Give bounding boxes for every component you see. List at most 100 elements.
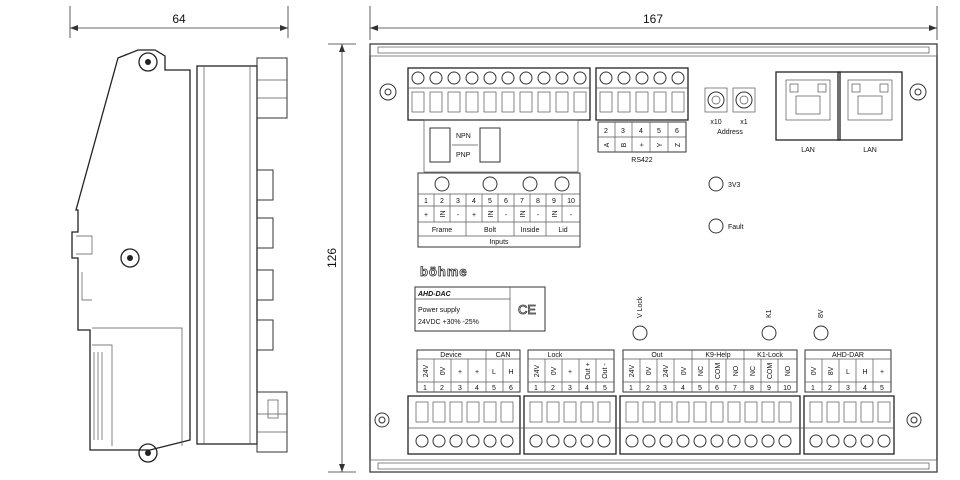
input-sig-0: + — [424, 212, 428, 219]
out-relay-table: Out K9-Help K1-Lock 24V 0V 24V 0V NC COM… — [622, 349, 798, 393]
out-num-1: 2 — [646, 385, 650, 392]
k9-sig-2: NO — [733, 365, 740, 376]
pnp-label: PNP — [456, 152, 471, 159]
front-view: 1 6 7 — [369, 6, 938, 473]
top-terminal-block — [407, 67, 689, 121]
input-sig-3: + — [472, 212, 476, 219]
device-sig-1: 0V — [440, 366, 447, 375]
inputs-table: 1 2 3 4 5 6 7 8 9 10 + IN - + IN - IN - … — [417, 172, 581, 248]
k9-num-1: 6 — [715, 385, 719, 392]
side-screw-bottom — [138, 443, 158, 463]
input-num-5: 6 — [504, 198, 508, 205]
input-sig-9: - — [570, 212, 573, 219]
input-sig-7: - — [537, 212, 540, 219]
out-sig-2: 24V — [663, 364, 670, 377]
corner-screw-tr — [909, 83, 927, 101]
dar-num-0: 1 — [811, 385, 815, 392]
rs422-sig-1: B — [621, 142, 628, 147]
address-x1-dial[interactable] — [735, 91, 753, 109]
rs422-num-2: 4 — [639, 128, 643, 135]
k1-sig-1: COM — [767, 363, 774, 380]
led-k1-label: K1 — [766, 309, 773, 318]
input-num-1: 2 — [440, 198, 444, 205]
side-screw-top — [138, 52, 158, 72]
rs422-sig-0: A — [604, 142, 611, 147]
led-8v-label: 8V — [818, 309, 825, 318]
lock-num-3: 4 — [585, 385, 589, 392]
ahd-dar-title: AHD-DAR — [832, 352, 864, 359]
lan-ports: LAN LAN — [775, 71, 903, 154]
dar-num-3: 4 — [863, 385, 867, 392]
device-num-0: 1 — [423, 385, 427, 392]
input-num-7: 8 — [536, 198, 540, 205]
rs422-num-0: 2 — [604, 128, 608, 135]
input-group-bolt: Bolt — [484, 227, 496, 234]
rs422-num-3: 5 — [657, 128, 661, 135]
side-width-dim: 64 — [172, 12, 186, 26]
input-sig-6: IN — [520, 211, 527, 218]
brand-logo: böhme — [420, 264, 468, 279]
device-can-table: Device CAN 24V 0V + + L H 1 2 3 4 5 6 — [416, 349, 521, 393]
input-num-2: 3 — [456, 198, 460, 205]
lan-2-label: LAN — [863, 147, 877, 154]
device-title: Device — [440, 352, 462, 359]
input-num-9: 10 — [567, 198, 575, 205]
lock-num-2: 3 — [568, 385, 572, 392]
input-led-lid — [554, 176, 570, 192]
lan-1-label: LAN — [801, 147, 815, 154]
height-dimension: 126 — [325, 43, 356, 473]
address-x10-dial[interactable] — [707, 91, 725, 109]
k1-sig-2: NO — [785, 365, 792, 376]
dar-num-4: 5 — [880, 385, 884, 392]
side-screw-mid — [120, 248, 140, 268]
rs422-sig-2: + — [639, 143, 646, 147]
can-num-0: 5 — [492, 385, 496, 392]
device-num-3: 4 — [475, 385, 479, 392]
can-num-1: 6 — [509, 385, 513, 392]
dar-num-1: 2 — [828, 385, 832, 392]
lock-num-4: 5 — [603, 385, 607, 392]
led-fault-label: Fault — [728, 224, 744, 231]
product-label-box: AHD-DAC Power supply 24VDC +30% -25% CE — [414, 286, 546, 332]
input-sig-5: - — [505, 212, 508, 219]
address-switches: x10 x1 Address — [704, 87, 756, 136]
corner-screw-tl — [379, 83, 397, 101]
k1-num-0: 8 — [750, 385, 754, 392]
device-num-1: 2 — [440, 385, 444, 392]
ahd-dar-table: AHD-DAR 0V 8V L H + 1 2 3 4 5 — [804, 349, 892, 393]
input-led-inside — [522, 176, 538, 192]
k9-num-2: 7 — [733, 385, 737, 392]
k1-sig-0: NC — [750, 366, 757, 376]
led-3v3: 3V3 — [708, 176, 741, 192]
device-sig-0: 24V — [423, 364, 430, 377]
lock-sig-0: 24V — [534, 364, 541, 377]
input-group-inside: Inside — [521, 227, 540, 234]
dar-sig-0: 0V — [811, 366, 818, 375]
npn-label: NPN — [456, 133, 471, 140]
bottom-terminal-block — [407, 395, 895, 455]
k1-num-1: 9 — [767, 385, 771, 392]
can-sig-0: L — [492, 369, 496, 376]
input-num-0: 1 — [424, 198, 428, 205]
dar-num-2: 3 — [846, 385, 850, 392]
led-vlock: V Lock — [632, 296, 648, 341]
out-num-2: 3 — [663, 385, 667, 392]
k1-lock-title: K1-Lock — [757, 352, 783, 359]
product-line2: 24VDC +30% -25% — [418, 319, 479, 326]
rs422-label: RS422 — [631, 157, 653, 164]
height-dim: 126 — [325, 248, 339, 268]
rs422-num-4: 6 — [675, 128, 679, 135]
side-view: 64 — [69, 6, 289, 463]
input-num-4: 5 — [488, 198, 492, 205]
corner-screw-bl — [374, 412, 390, 428]
front-width-dim: 167 — [643, 12, 663, 26]
address-label: Address — [717, 129, 743, 136]
out-sig-1: 0V — [646, 366, 653, 375]
lock-sig-1: 0V — [551, 366, 558, 375]
inputs-footer: Inputs — [489, 239, 509, 246]
product-line1: Power supply — [418, 307, 461, 314]
rs422-num-1: 3 — [621, 128, 625, 135]
out-sig-0: 24V — [629, 364, 636, 377]
out-sig-3: 0V — [681, 366, 688, 375]
